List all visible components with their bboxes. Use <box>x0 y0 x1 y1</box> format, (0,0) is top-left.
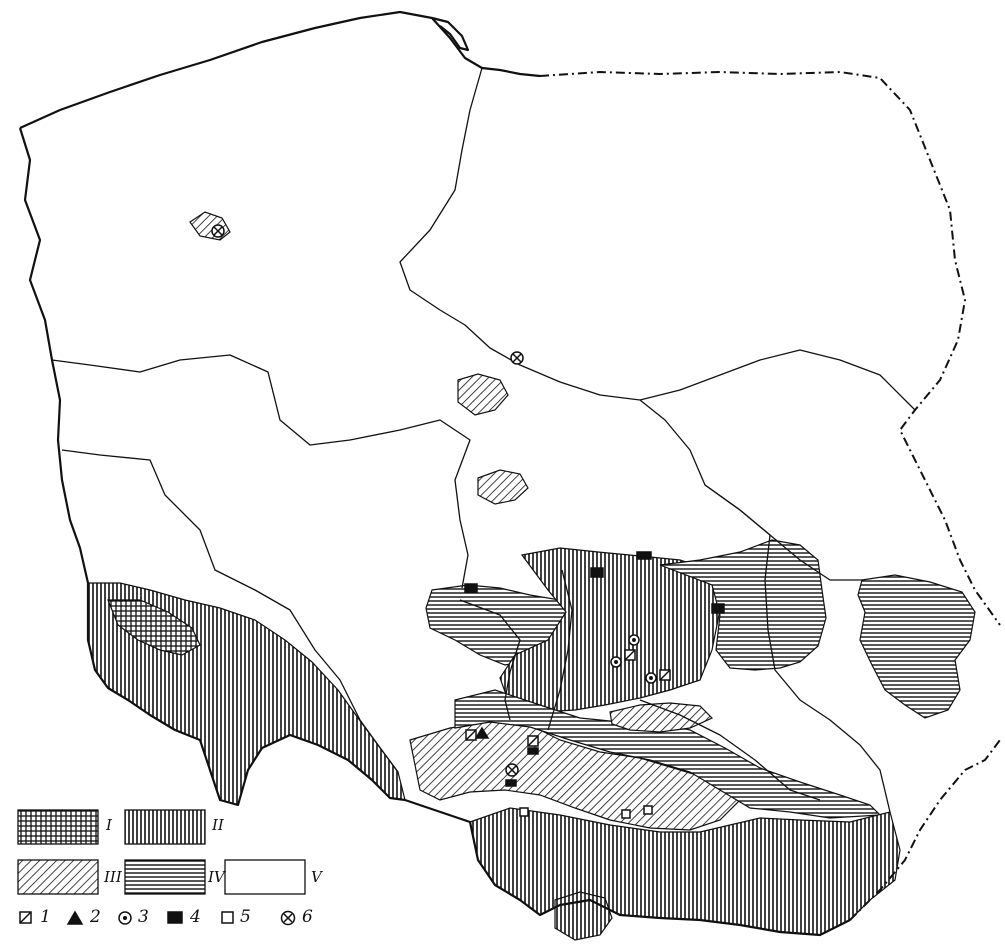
filled-rectangle-icon <box>636 551 652 560</box>
map-symbols <box>211 224 725 819</box>
zone-iv-east-central <box>659 539 827 671</box>
zone-i-patch <box>107 599 201 656</box>
legend-label-i: I <box>106 816 112 834</box>
legend-label-ii: II <box>212 816 224 834</box>
eastern-border <box>539 70 1001 921</box>
river-southeast <box>639 699 821 801</box>
legend-symbol-label-3: 3 <box>138 907 149 927</box>
legend-label-iii: III <box>104 868 122 886</box>
zone-iii-patch-northwest <box>189 211 231 241</box>
legend-swatch-iii <box>17 859 99 895</box>
zone-iii-patch-central-2 <box>477 469 529 505</box>
legend-label-v: V <box>311 868 322 886</box>
circle-dot-icon <box>610 656 622 668</box>
river-central-south <box>459 599 521 721</box>
small-square-icon <box>643 805 653 815</box>
southern-border <box>86 583 851 937</box>
hel-peninsula <box>431 16 470 52</box>
square-slash-icon <box>465 729 477 741</box>
zone-layer <box>87 211 976 941</box>
filled-rectangle-icon <box>711 603 725 614</box>
river-san <box>764 534 891 813</box>
rivers-layer <box>51 67 916 813</box>
legend-swatch-ii <box>124 809 206 845</box>
river-east-1 <box>704 484 862 581</box>
square-slash-icon <box>19 911 32 924</box>
western-border <box>18 127 90 584</box>
small-square-icon <box>621 809 631 819</box>
river-vistula-south <box>547 569 573 731</box>
circle-dot-icon <box>645 672 657 684</box>
legend-swatch-iv <box>124 859 206 895</box>
small-square-icon <box>519 807 529 817</box>
circle-cross-icon <box>505 763 519 777</box>
legend-symbols <box>19 910 296 926</box>
legend-swatch-v <box>224 859 306 895</box>
circle-cross-icon <box>510 351 524 365</box>
filled-rectangle-icon <box>167 911 183 924</box>
circle-cross-icon <box>280 910 296 926</box>
circle-dot-icon <box>628 634 640 646</box>
river-vistula-north <box>399 67 771 536</box>
zone-ii-patch-tatra <box>554 891 613 941</box>
zone-iii-patch-east <box>609 702 714 733</box>
legend-symbol-label-5: 5 <box>240 907 251 927</box>
coastline <box>19 10 541 130</box>
circle-cross-icon <box>211 224 225 238</box>
circle-dot-icon <box>118 911 132 925</box>
legend-symbol-label-2: 2 <box>90 907 101 927</box>
filled-triangle-icon <box>474 726 490 739</box>
legend-swatch-i <box>17 809 99 845</box>
river-oder <box>61 449 399 773</box>
legend-symbol-label-1: 1 <box>40 907 51 927</box>
zone-iii-patch-central-1 <box>457 373 509 416</box>
square-slash-icon <box>527 735 539 747</box>
river-bug <box>639 349 916 411</box>
filled-rectangle-icon <box>505 779 517 787</box>
zone-iv-east <box>857 574 976 719</box>
filled-rectangle-icon <box>527 747 539 755</box>
legend-label-iv: IV <box>208 868 225 886</box>
filled-rectangle-icon <box>464 583 478 593</box>
square-slash-icon <box>624 649 636 661</box>
small-square-icon <box>221 911 234 924</box>
filled-triangle-icon <box>66 910 84 925</box>
square-slash-icon <box>659 669 671 681</box>
legend-symbol-label-6: 6 <box>302 907 313 927</box>
river-warta <box>51 354 471 589</box>
filled-rectangle-icon <box>590 567 604 578</box>
legend-zones <box>17 809 306 895</box>
legend-symbol-label-4: 4 <box>190 907 201 927</box>
